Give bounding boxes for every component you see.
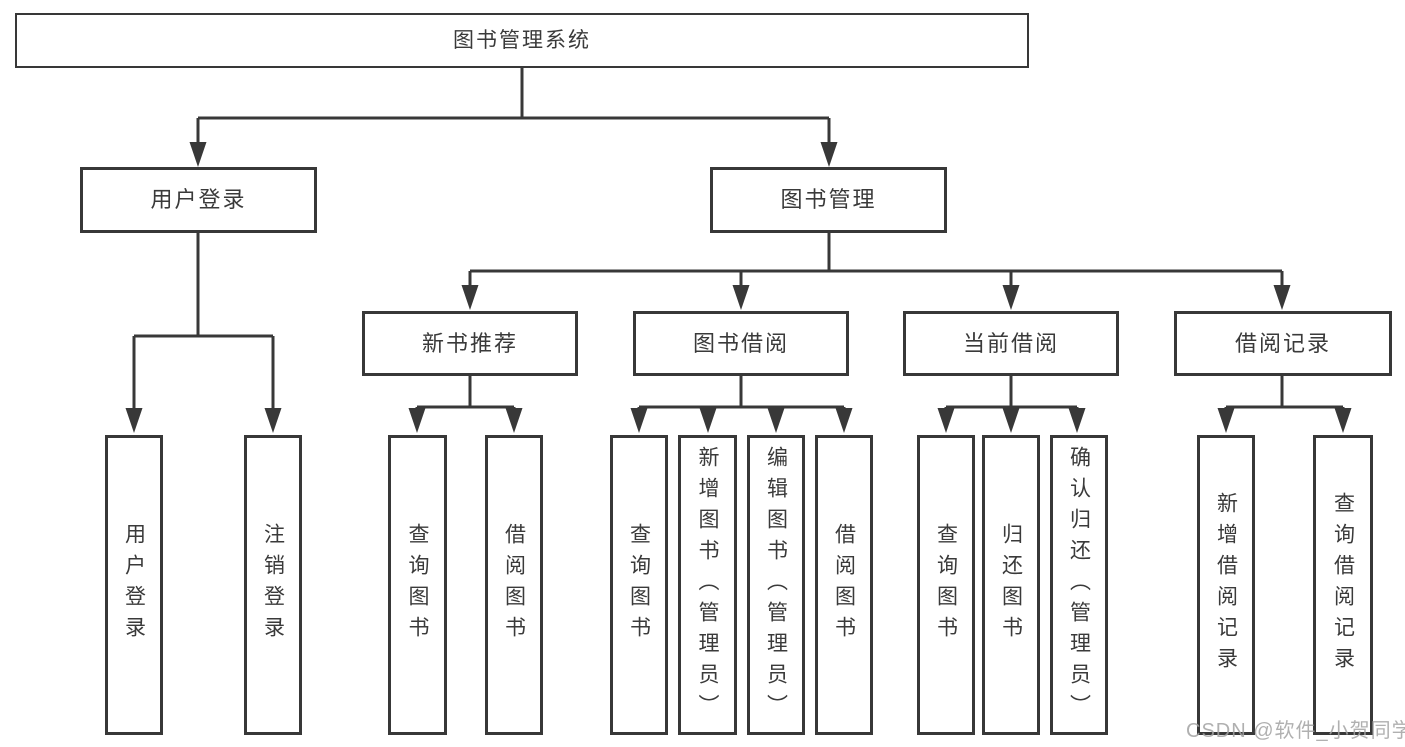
leaf-borrow-books-1: 借阅图书 [485, 435, 543, 735]
leaf-query-books-3: 查询图书 [917, 435, 975, 735]
node-library-management-system: 图书管理系统 [15, 13, 1029, 68]
leaf-return-books: 归还图书 [982, 435, 1040, 735]
leaf-query-borrow-record: 查询借阅记录 [1313, 435, 1373, 735]
leaf-add-borrow-record: 新增借阅记录 [1197, 435, 1255, 735]
node-user-login: 用户登录 [80, 167, 317, 233]
node-borrowing-records: 借阅记录 [1174, 311, 1392, 376]
leaf-logout: 注销登录 [244, 435, 302, 735]
leaf-query-books-2: 查询图书 [610, 435, 668, 735]
leaf-edit-books-admin: 编辑图书（管理员） [747, 435, 805, 735]
node-current-borrowing: 当前借阅 [903, 311, 1119, 376]
leaf-add-books-admin: 新增图书（管理员） [678, 435, 737, 735]
csdn-watermark: CSDN @软件_小贺同学 [1186, 720, 1405, 742]
node-book-management: 图书管理 [710, 167, 947, 233]
leaf-confirm-return-admin: 确认归还（管理员） [1050, 435, 1108, 735]
leaf-borrow-books-2: 借阅图书 [815, 435, 873, 735]
leaf-query-books-1: 查询图书 [388, 435, 447, 735]
leaf-user-login: 用户登录 [105, 435, 163, 735]
node-new-book-recommendation: 新书推荐 [362, 311, 578, 376]
node-book-borrowing: 图书借阅 [633, 311, 849, 376]
